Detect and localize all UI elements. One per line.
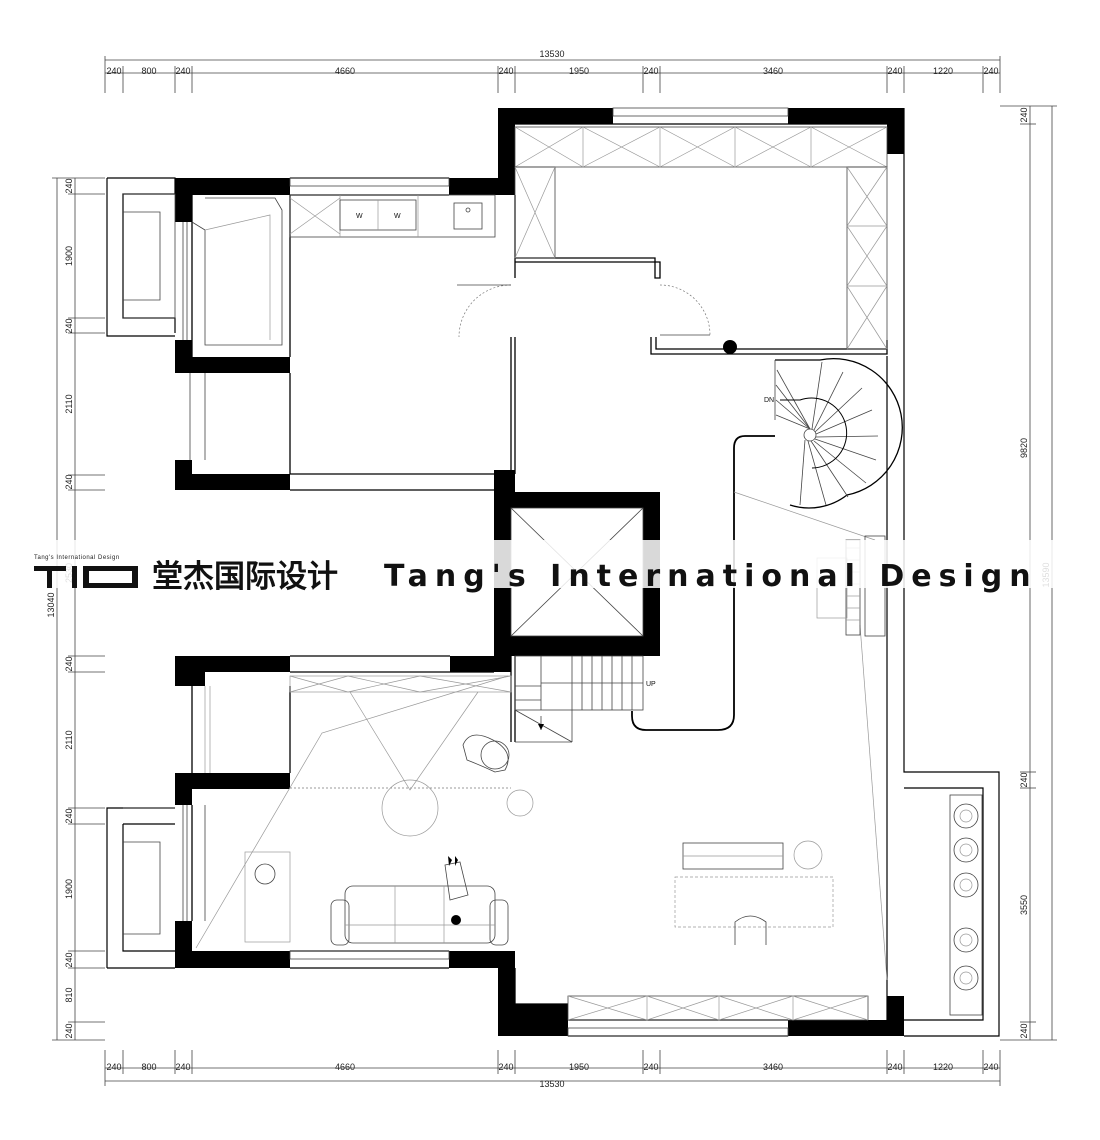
left-total-label: 13040 — [46, 592, 56, 617]
bottom-seg-9: 1220 — [933, 1062, 953, 1072]
bottom-seg-8: 240 — [887, 1062, 902, 1072]
right-seg-1: 9820 — [1019, 438, 1029, 458]
top-seg-3: 4660 — [335, 66, 355, 76]
left-seg-11: 810 — [64, 987, 74, 1002]
bottom-seg-10: 240 — [983, 1062, 998, 1072]
top-seg-4: 240 — [498, 66, 513, 76]
top-seg-10: 240 — [983, 66, 998, 76]
planter-strip — [949, 794, 983, 1016]
right-seg-2: 240 — [1019, 772, 1029, 787]
straight-staircase: UP — [514, 655, 656, 743]
bottom-seg-0: 240 — [106, 1062, 121, 1072]
bottom-seg-3: 4660 — [335, 1062, 355, 1072]
lower-left-room — [123, 675, 534, 949]
bottom-seg-7: 3460 — [763, 1062, 783, 1072]
watermark: Tang's International Design 堂杰国际设计 Tang'… — [26, 540, 1100, 595]
top-seg-8: 240 — [887, 66, 902, 76]
sink-icon — [453, 202, 483, 230]
left-dimension: 13040 240 1900 240 2110 240 2530 240 211… — [46, 177, 105, 1041]
windows — [123, 107, 789, 1037]
person-figure — [444, 856, 469, 925]
top-seg-1: 800 — [141, 66, 156, 76]
left-seg-6: 240 — [64, 656, 74, 671]
bottom-total-label: 13530 — [539, 1079, 564, 1089]
bottom-seg-4: 240 — [498, 1062, 513, 1072]
left-seg-2: 240 — [64, 318, 74, 333]
left-seg-0: 240 — [64, 178, 74, 193]
plant-icon — [953, 803, 979, 991]
sofa — [330, 885, 509, 946]
bottom-seg-5: 1950 — [569, 1062, 589, 1072]
right-seg-3: 3550 — [1019, 895, 1029, 915]
top-seg-0: 240 — [106, 66, 121, 76]
spiral-staircase: DN — [764, 358, 903, 509]
column-icon — [723, 340, 737, 354]
stair-up-label: UP — [646, 681, 656, 688]
top-left-room — [189, 197, 283, 460]
left-seg-9: 1900 — [64, 879, 74, 899]
door-swings — [457, 284, 711, 338]
top-seg-6: 240 — [643, 66, 658, 76]
left-seg-7: 2110 — [64, 730, 74, 749]
washer-label-2: W — [394, 213, 401, 220]
watermark-small-text: Tang's International Design — [34, 555, 120, 561]
bottom-cabinets — [567, 995, 869, 1021]
left-seg-10: 240 — [64, 952, 74, 967]
top-seg-5: 1950 — [569, 66, 589, 76]
bottom-seg-6: 240 — [643, 1062, 658, 1072]
brand-logo: Tang's International Design — [34, 555, 138, 588]
top-seg-2: 240 — [175, 66, 190, 76]
top-seg-9: 1220 — [933, 66, 953, 76]
left-seg-1: 1900 — [64, 246, 74, 266]
top-dimension: 13530 240 800 240 4660 240 1950 240 3460… — [104, 49, 1001, 93]
washer-label-1: W — [356, 213, 363, 220]
top-total-label: 13530 — [539, 49, 564, 59]
stair-down-label: DN — [764, 397, 774, 404]
railing — [631, 435, 775, 731]
kitchen-counter: W W — [289, 194, 496, 238]
bottom-dimension: 13530 240 800 240 4660 240 1950 240 3460… — [104, 1050, 1001, 1089]
right-living-area — [674, 535, 888, 981]
left-seg-3: 2110 — [64, 394, 74, 413]
watermark-chinese-name: 堂杰国际设计 — [152, 559, 338, 595]
wardrobe-top — [514, 126, 888, 350]
right-seg-4: 240 — [1019, 1023, 1029, 1038]
top-seg-7: 3460 — [763, 66, 783, 76]
right-seg-0: 240 — [1019, 107, 1029, 122]
walls — [175, 108, 904, 1036]
watermark-english-name: Tang's International Design — [384, 559, 1038, 594]
bottom-seg-2: 240 — [175, 1062, 190, 1072]
left-seg-8: 240 — [64, 808, 74, 823]
left-seg-12: 240 — [64, 1023, 74, 1038]
left-seg-4: 240 — [64, 474, 74, 489]
bottom-seg-1: 800 — [141, 1062, 156, 1072]
